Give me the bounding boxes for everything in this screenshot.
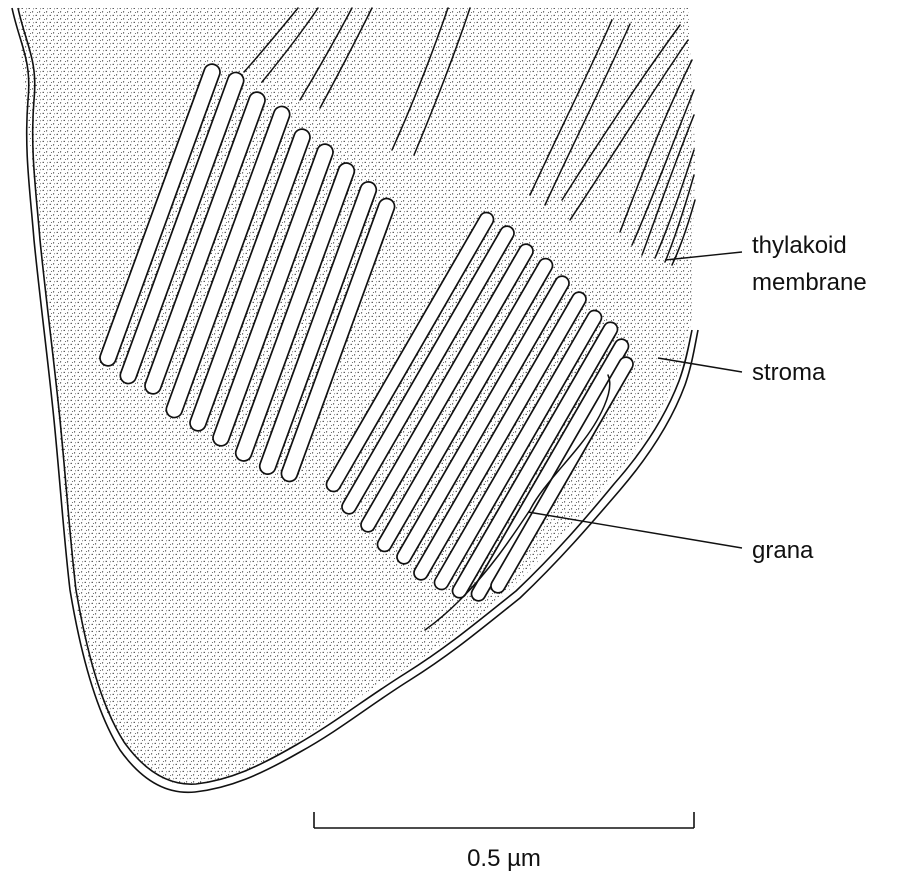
label-stroma: stroma bbox=[752, 359, 826, 386]
scale-bar: 0.5 µm bbox=[314, 812, 694, 872]
label-thylakoid-line2: membrane bbox=[752, 269, 867, 296]
label-grana: grana bbox=[752, 537, 814, 564]
scale-bar-label: 0.5 µm bbox=[467, 845, 541, 872]
label-thylakoid-line1: thylakoid bbox=[752, 232, 847, 259]
